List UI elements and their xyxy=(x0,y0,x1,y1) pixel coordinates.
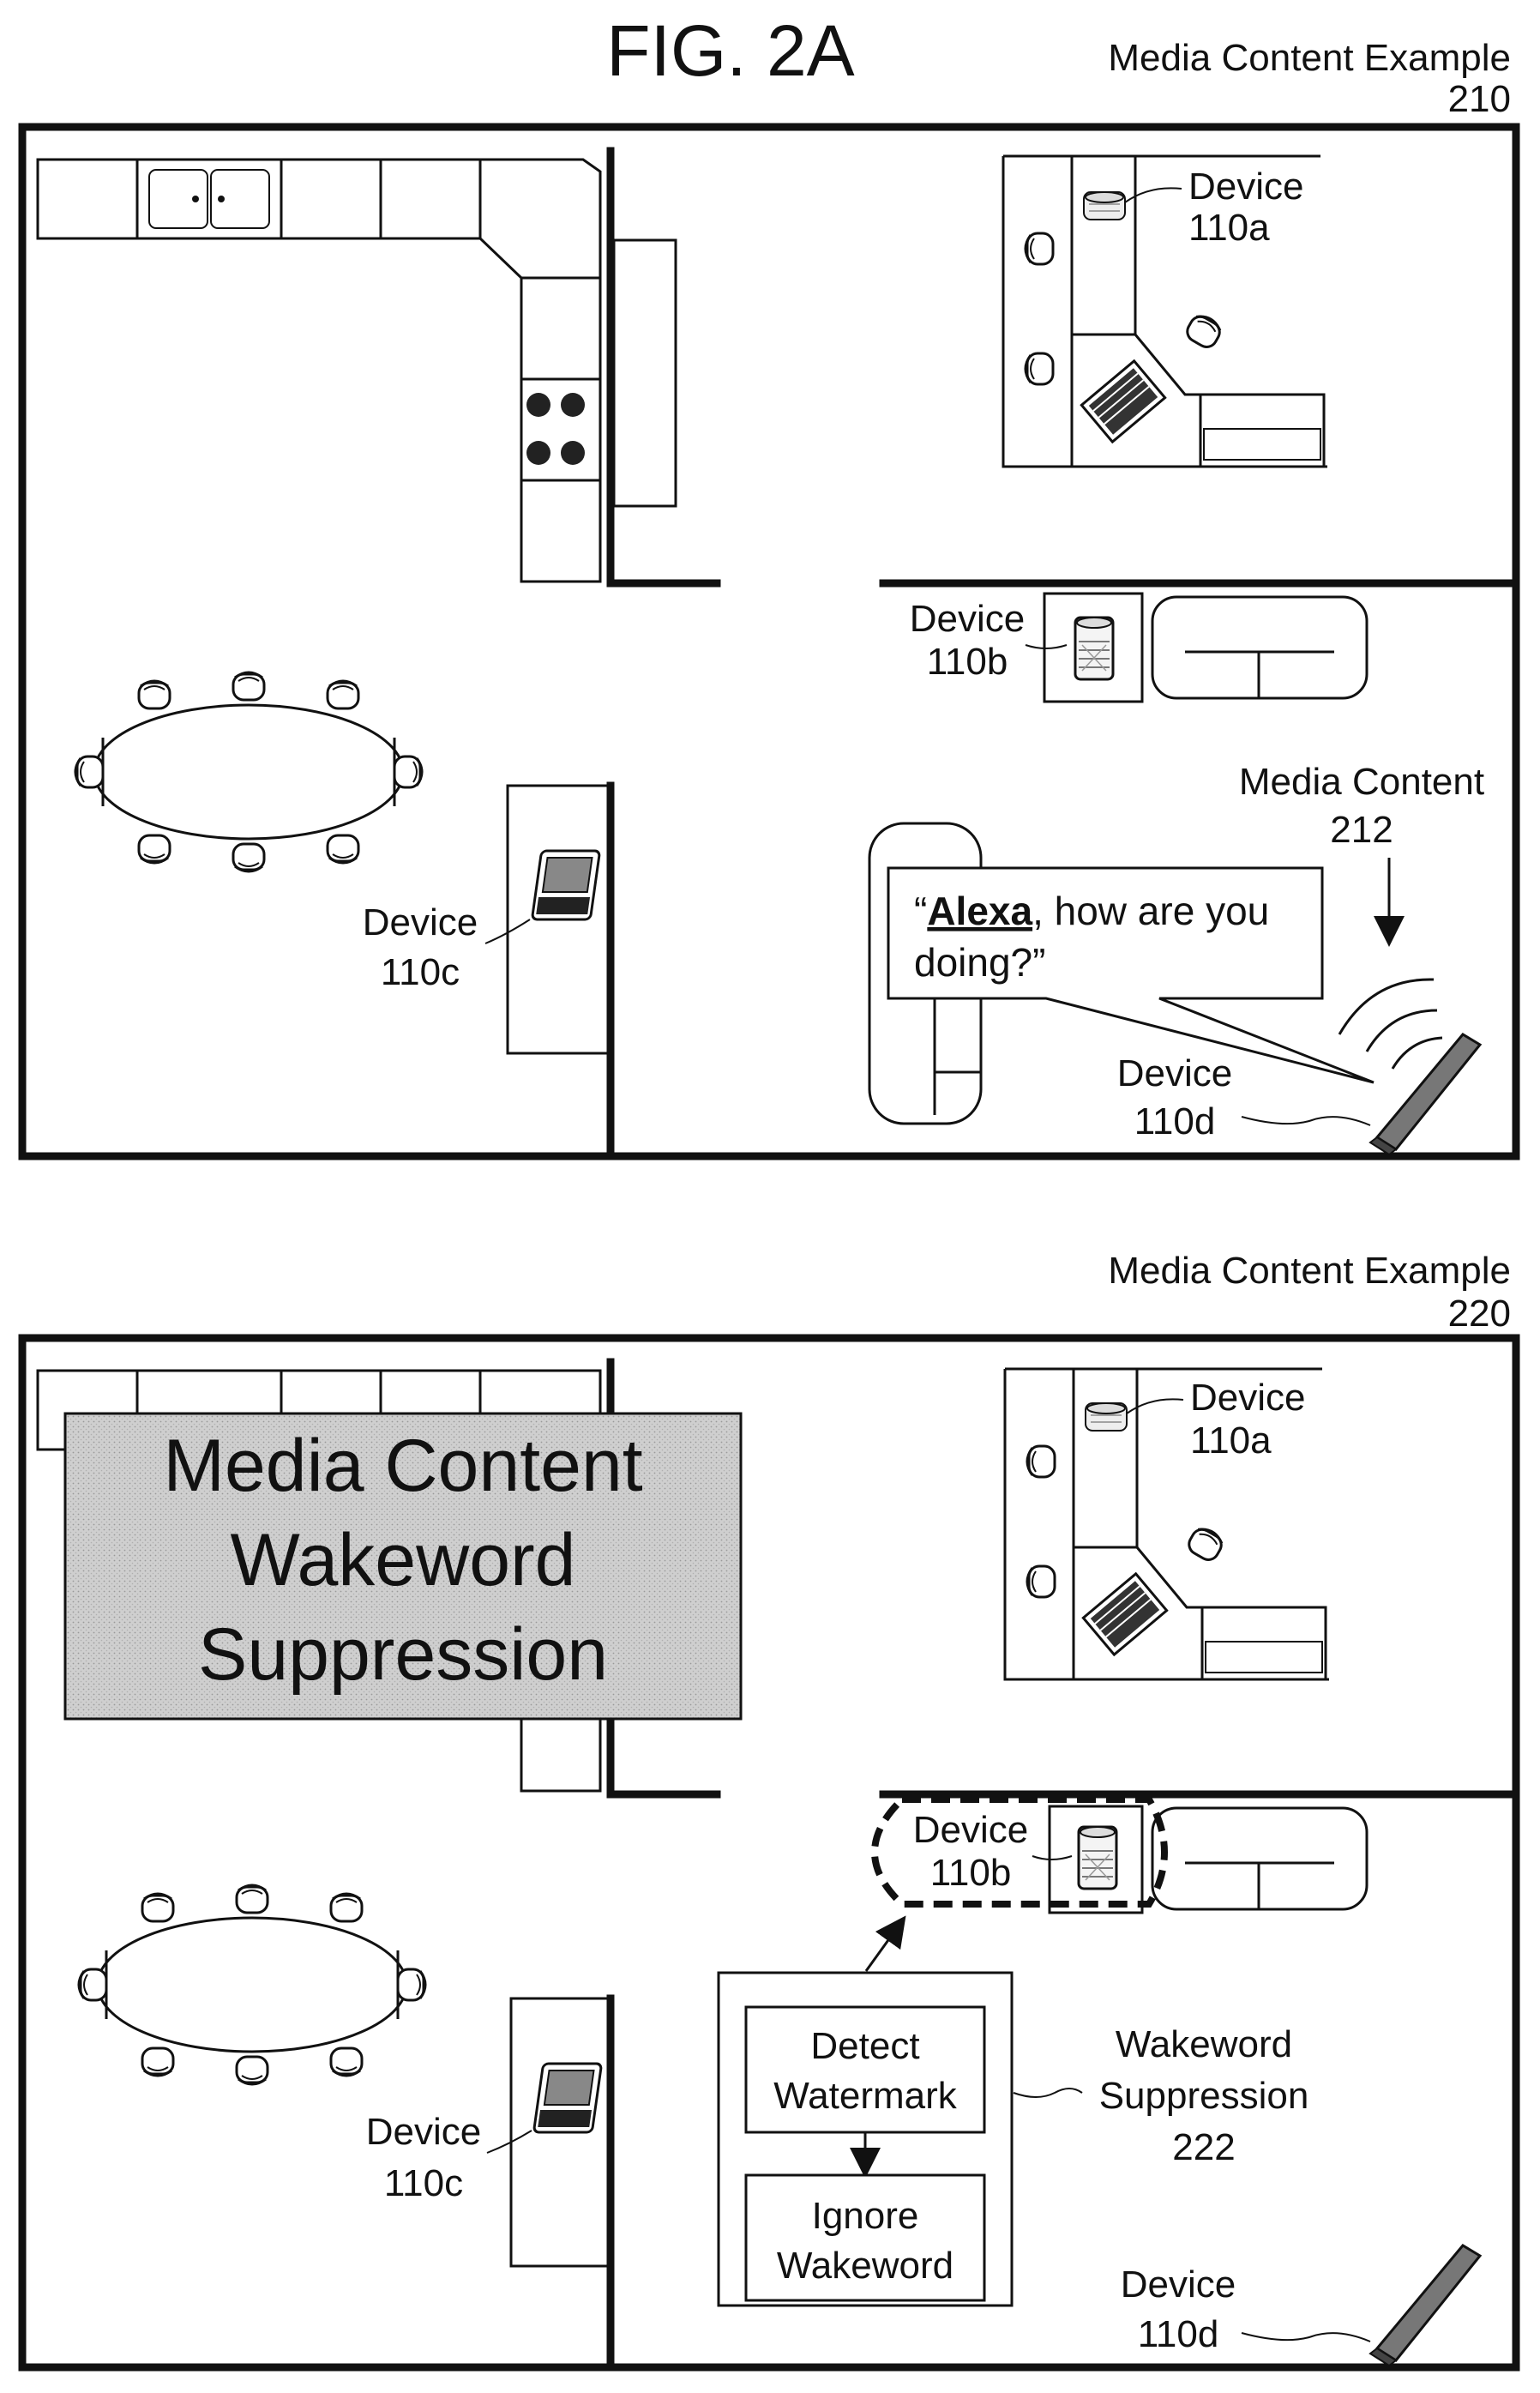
media-content-label: Media Content xyxy=(1239,761,1484,803)
step1-line1: Detect xyxy=(810,2025,919,2067)
leader-110a xyxy=(1127,1399,1183,1413)
device-110b-id: 110b xyxy=(927,641,1008,683)
suppression-number: 222 xyxy=(1172,2126,1235,2168)
example-label: Media Content Example xyxy=(1108,37,1511,79)
speaker-icon xyxy=(1075,618,1113,679)
example-label: Media Content Example xyxy=(1108,1250,1511,1292)
sofa xyxy=(1152,597,1367,698)
leader-222 xyxy=(1014,2089,1082,2097)
svg-text:“Alexa, how are you: “Alexa, how are you xyxy=(914,889,1269,933)
figure-title: FIG. 2A xyxy=(606,10,854,91)
media-content-number: 212 xyxy=(1330,809,1393,851)
overlay-title-line2: Wakeword xyxy=(230,1519,575,1601)
leader-110c xyxy=(487,2131,532,2153)
device-110c-id: 110c xyxy=(381,951,460,993)
panel-220: Media Content Example 220 Media Content … xyxy=(22,1250,1516,2367)
leader-110d xyxy=(1242,2333,1370,2342)
tv-icon xyxy=(1370,2245,1480,2366)
example-number: 210 xyxy=(1448,78,1511,120)
panel-210: Media Content Example 210 xyxy=(22,37,1516,1156)
speaker-icon xyxy=(1079,1827,1116,1889)
suppression-label-line2: Suppression xyxy=(1099,2075,1309,2117)
device-110d-label: Device xyxy=(1121,2263,1236,2306)
step2-line2: Wakeword xyxy=(777,2245,953,2287)
device-110a-label: Device xyxy=(1188,166,1304,208)
quote-open: “ xyxy=(914,889,927,933)
suppression-label-line1: Wakeword xyxy=(1116,2023,1292,2065)
dining-table xyxy=(75,672,422,871)
kitchen-wall xyxy=(611,151,717,583)
tablet-device-icon xyxy=(533,2064,601,2132)
suppression-arrow xyxy=(866,1928,897,1971)
overlay-title-line1: Media Content xyxy=(163,1425,642,1507)
device-110a-id: 110a xyxy=(1188,207,1270,249)
leader-110a xyxy=(1125,188,1182,202)
example-number: 220 xyxy=(1448,1293,1511,1335)
tablet-device-icon xyxy=(532,851,599,919)
speech-line2: doing?” xyxy=(914,940,1045,985)
tv-icon xyxy=(1370,1034,1480,1154)
kitchen-counters xyxy=(38,160,676,582)
leader-110b xyxy=(1026,645,1067,648)
device-110d-label: Device xyxy=(1117,1052,1233,1094)
device-110d-id: 110d xyxy=(1138,2313,1219,2355)
leader-110b xyxy=(1032,1856,1072,1860)
speech-line1-rest: , how are you xyxy=(1032,889,1269,933)
sofa xyxy=(1152,1808,1367,1909)
device-110a-label: Device xyxy=(1190,1377,1306,1419)
device-110c-label: Device xyxy=(363,901,478,943)
speech-bubble: “Alexa, how are you doing?” xyxy=(888,868,1374,1082)
overlay-title-line3: Suppression xyxy=(198,1613,608,1696)
step2-line1: Ignore xyxy=(812,2195,919,2237)
floor-outline xyxy=(22,127,1516,1156)
step1-line2: Watermark xyxy=(773,2075,957,2117)
device-110d-id: 110d xyxy=(1134,1100,1216,1142)
dining-table xyxy=(79,1885,425,2084)
device-110b-label: Device xyxy=(913,1809,1029,1851)
device-110a-id: 110a xyxy=(1190,1420,1272,1462)
sound-waves xyxy=(1339,980,1442,1069)
leader-110d xyxy=(1242,1117,1370,1125)
device-110c-id: 110c xyxy=(384,2162,463,2204)
device-110c-label: Device xyxy=(366,2111,482,2153)
device-110b-id: 110b xyxy=(930,1852,1012,1894)
wakeword: Alexa xyxy=(927,889,1032,933)
device-110b-label: Device xyxy=(910,598,1026,640)
